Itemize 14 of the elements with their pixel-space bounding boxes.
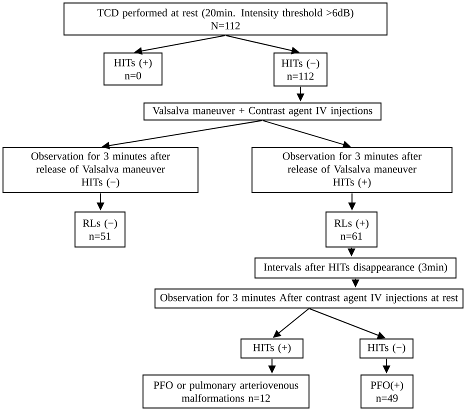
- flowchart-box: Observation for 3 minutes after release of Valsalva maneuver HITs (+): [252, 147, 452, 193]
- flowchart-box: HITs (−): [360, 338, 414, 358]
- flowchart-box: PFO or pulmonary arteriovenous malformations n=12: [142, 374, 310, 408]
- flowchart-box: Intervals after HITs disappearance (3min): [254, 258, 456, 278]
- flowchart-box: Observation for 3 minutes after release of Valsalva maneuver HITs (−): [2, 147, 198, 193]
- flowchart-box: HITs (+): [240, 338, 304, 358]
- flowchart-box: PFO(+) n=49: [360, 374, 414, 408]
- flowchart-box: Observation for 3 minutes After contrast agent IV injections at rest: [154, 288, 464, 308]
- flowchart-box: HITs (+) n=0: [104, 52, 162, 86]
- flowchart-box: RLs (−) n=51: [74, 212, 126, 248]
- flowchart-box: Valsalva maneuver + Contrast agent IV injections: [144, 102, 382, 120]
- flowchart-box: RLs (+) n=61: [326, 212, 378, 248]
- flowchart-box: HITs (−) n=112: [274, 52, 328, 86]
- flowchart-box: TCD performed at rest (20min. Intensity threshold >6dB) N=112: [64, 2, 388, 36]
